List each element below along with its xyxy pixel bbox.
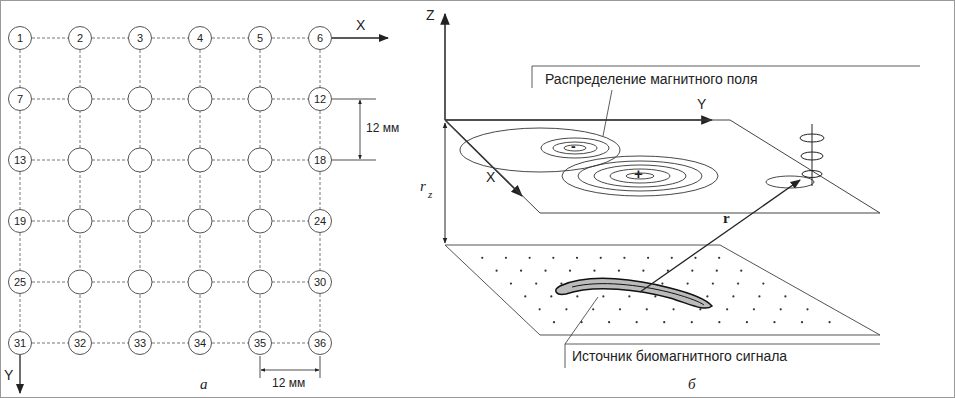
vector-label: r [723, 210, 730, 227]
sensor-number: 32 [74, 338, 86, 349]
axis-label: Y [697, 97, 706, 112]
axis-label: X [356, 18, 365, 33]
panel-letter: а [200, 376, 208, 393]
y-axis [19, 355, 20, 393]
distance-subscript: z [428, 188, 432, 200]
sensor-number: 5 [257, 33, 263, 44]
sensor-number: 1 [17, 33, 23, 44]
grid-connector [32, 38, 68, 39]
callout-text: Источник биомагнитного сигнала [572, 349, 787, 364]
grid-connector [320, 172, 321, 209]
sensor-circle: 6 [308, 26, 332, 50]
sensor-circle: 5 [248, 26, 272, 50]
callout-text: Распределение магнитного поля [545, 72, 757, 87]
sensor-circle: 12 [308, 87, 332, 111]
sensor-circle: 25 [8, 270, 32, 294]
axis-label: Z [426, 8, 435, 23]
callout-lines [532, 66, 920, 368]
sensor-number: 3 [137, 33, 143, 44]
source-grid-dots [481, 257, 831, 323]
grid-connector [152, 38, 188, 39]
axis-label: Y [4, 368, 13, 383]
source-region [556, 278, 712, 308]
grid-connector [92, 343, 128, 344]
sensor-circle: 34 [188, 331, 212, 355]
sensor-number: 6 [317, 33, 323, 44]
sensor-circle: 36 [308, 331, 332, 355]
grid-connector [92, 38, 128, 39]
sensor-circle: 31 [8, 331, 32, 355]
grid-connector [320, 294, 321, 331]
sensor-number: 24 [314, 216, 326, 227]
grid-lines [32, 50, 308, 331]
grid-connector [272, 38, 308, 39]
grid-connector [212, 343, 248, 344]
grid-connector [272, 343, 308, 344]
axes-3d [445, 14, 712, 196]
sensor-circle: 7 [8, 87, 32, 111]
sensor-number: 4 [197, 33, 203, 44]
distance-label: r [420, 178, 426, 195]
dimension-label: 12 мм [272, 377, 305, 390]
grid-connector [32, 343, 68, 344]
sensor-number: 35 [254, 338, 266, 349]
sensor-number: 30 [314, 277, 326, 288]
sensor-number: 12 [314, 94, 326, 105]
sensor-circle: 1 [8, 26, 32, 50]
sensor-number: 25 [14, 277, 26, 288]
grid-connector [20, 111, 21, 148]
grid-connector [20, 294, 21, 331]
sensor-circle: 24 [308, 209, 332, 233]
sensor-circle: 4 [188, 26, 212, 50]
sensor-number: 31 [14, 338, 26, 349]
sensor-circle: 19 [8, 209, 32, 233]
sensor-number: 2 [77, 33, 83, 44]
sign-label: + [634, 166, 643, 183]
grid-connector [320, 111, 321, 148]
grid-connector [152, 343, 188, 344]
sensor-number: 18 [314, 155, 326, 166]
sensor-number: 34 [194, 338, 206, 349]
axis-label: X [486, 170, 495, 185]
sensor-circle: 13 [8, 148, 32, 172]
dimension-lines [260, 99, 376, 378]
grid-connector [20, 172, 21, 209]
sensor-coil-icon [800, 124, 824, 186]
sensor-circle: 18 [308, 148, 332, 172]
panel-letter: б [688, 376, 696, 393]
rz-distance [445, 123, 446, 243]
sensor-circle: 32 [68, 331, 92, 355]
grid-connector [212, 38, 248, 39]
sensor-number: 33 [134, 338, 146, 349]
source-contour [572, 284, 704, 305]
grid-connector [320, 233, 321, 270]
sensor-circle: 3 [128, 26, 152, 50]
source-plane [445, 245, 880, 335]
sensor-circle: 30 [308, 270, 332, 294]
field-plane [445, 120, 880, 213]
empty-sensor-circles [68, 87, 272, 294]
x-axis [332, 37, 388, 38]
grid-connector [320, 50, 321, 87]
sign-label: - [571, 139, 576, 154]
sensor-circle: 33 [128, 331, 152, 355]
sensor-number: 19 [14, 216, 26, 227]
sensor-number: 13 [14, 155, 26, 166]
field-contours [460, 128, 814, 196]
grid-connector [20, 50, 21, 87]
r-vector [640, 180, 800, 292]
sensor-circle: 35 [248, 331, 272, 355]
sensor-number: 7 [17, 94, 23, 105]
sensor-circle: 2 [68, 26, 92, 50]
sensor-number: 36 [314, 338, 326, 349]
dimension-label: 12 мм [366, 122, 399, 135]
grid-connector [20, 233, 21, 270]
